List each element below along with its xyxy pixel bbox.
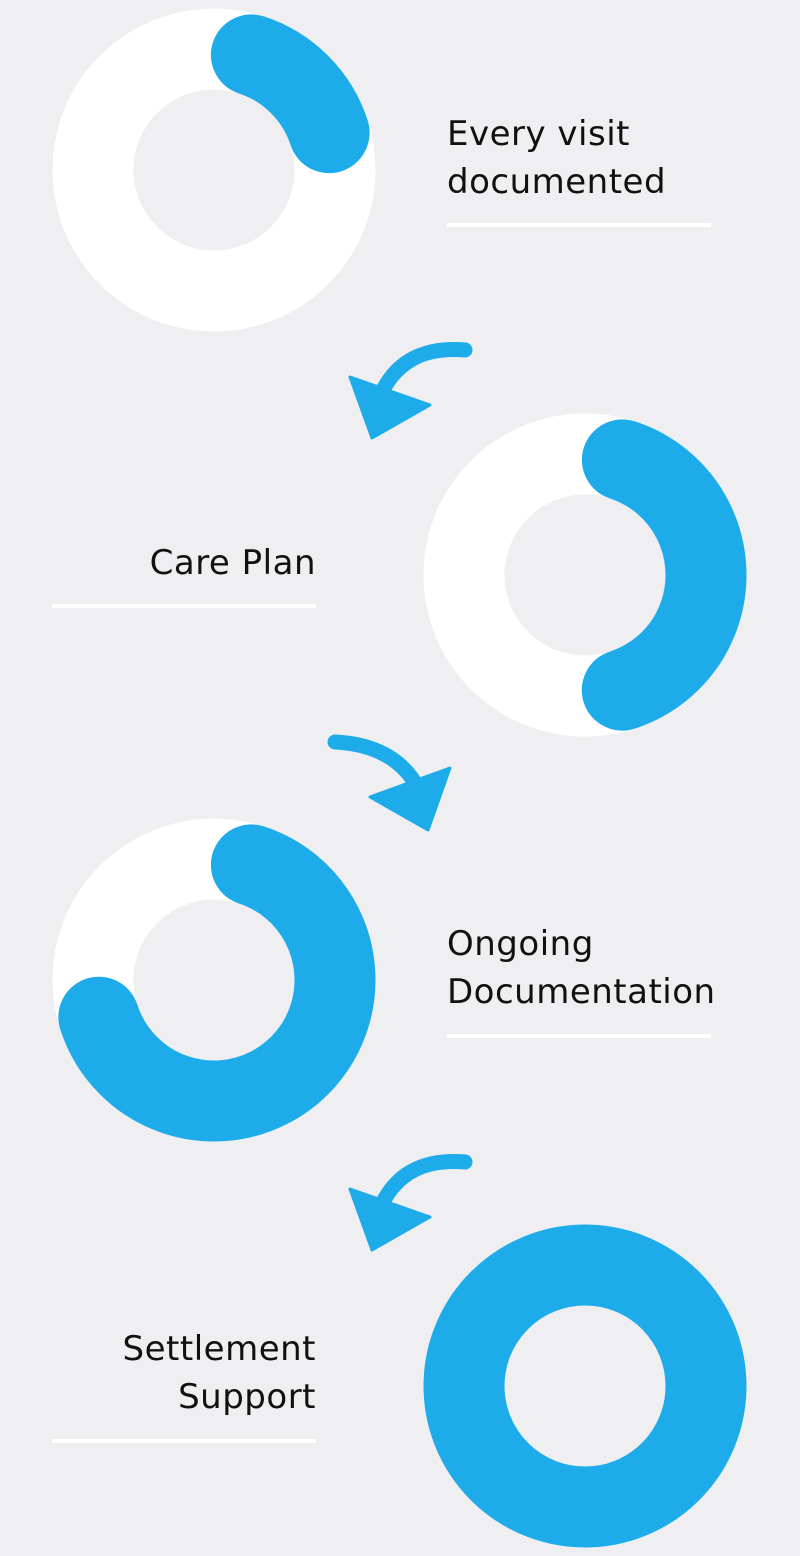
step-1-line-1: Every visit [447,114,630,154]
step-3-line-1: Ongoing [447,924,594,964]
curved-arrow-down-right-icon [327,734,452,832]
step-4-underline [52,1439,316,1443]
step-4-line-1: Settlement [122,1329,316,1369]
step-1-underline [447,223,711,227]
step-2-label: Care Plan [0,539,316,587]
step-1-line-2: documented [447,162,667,202]
ring-progress-arc [52,818,376,1142]
step-3-line-2: Documentation [447,972,716,1012]
step-2-underline [52,604,316,608]
progress-ring-2 [423,413,747,737]
ring-progress-arc [423,1224,747,1548]
progress-ring-3 [52,818,376,1142]
step-3-underline [447,1034,711,1038]
step-2-line-1: Care Plan [149,543,316,583]
curved-arrow-down-left-icon [348,1154,473,1252]
ring-progress-arc [423,413,747,737]
progress-ring-4 [423,1224,747,1548]
step-3-label: Ongoing Documentation [447,920,777,1016]
step-4-label: Settlement Support [0,1325,316,1421]
ring-progress-arc [52,8,376,332]
step-4-line-2: Support [178,1377,316,1417]
progress-ring-1 [52,8,376,332]
step-1-label: Every visit documented [447,110,777,206]
curved-arrow-down-left-icon [348,342,473,440]
